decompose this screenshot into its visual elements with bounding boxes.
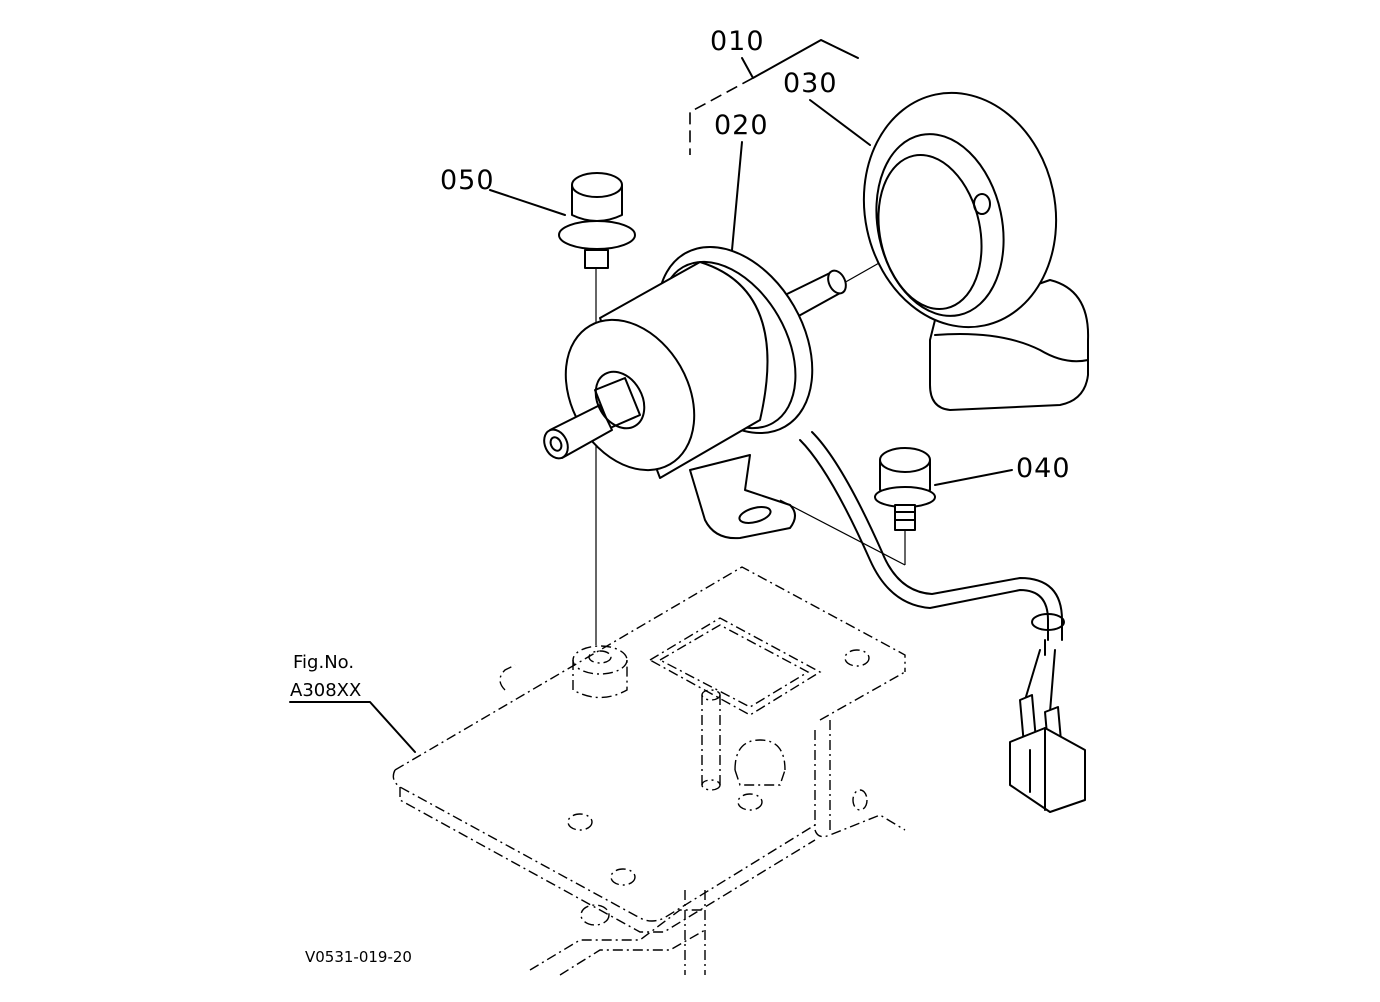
callout-010: 010 — [710, 26, 765, 57]
callout-020: 020 — [714, 110, 769, 141]
mounting-plate — [392, 566, 906, 976]
fuel-pump[interactable] — [540, 219, 850, 540]
callout-040: 040 — [1016, 453, 1071, 484]
drawing-code: V0531-019-20 — [305, 948, 412, 966]
fig-no-value: A308XX — [290, 680, 361, 701]
bolt-040[interactable] — [874, 447, 936, 531]
callout-050: 050 — [440, 165, 495, 196]
callout-030: 030 — [783, 68, 838, 99]
pump-cover[interactable] — [843, 75, 1090, 411]
callout-leaders — [289, 39, 1013, 753]
fig-no-label: Fig.No. — [293, 652, 354, 673]
bolt-050[interactable] — [558, 172, 636, 269]
wire-harness[interactable] — [799, 431, 1086, 813]
